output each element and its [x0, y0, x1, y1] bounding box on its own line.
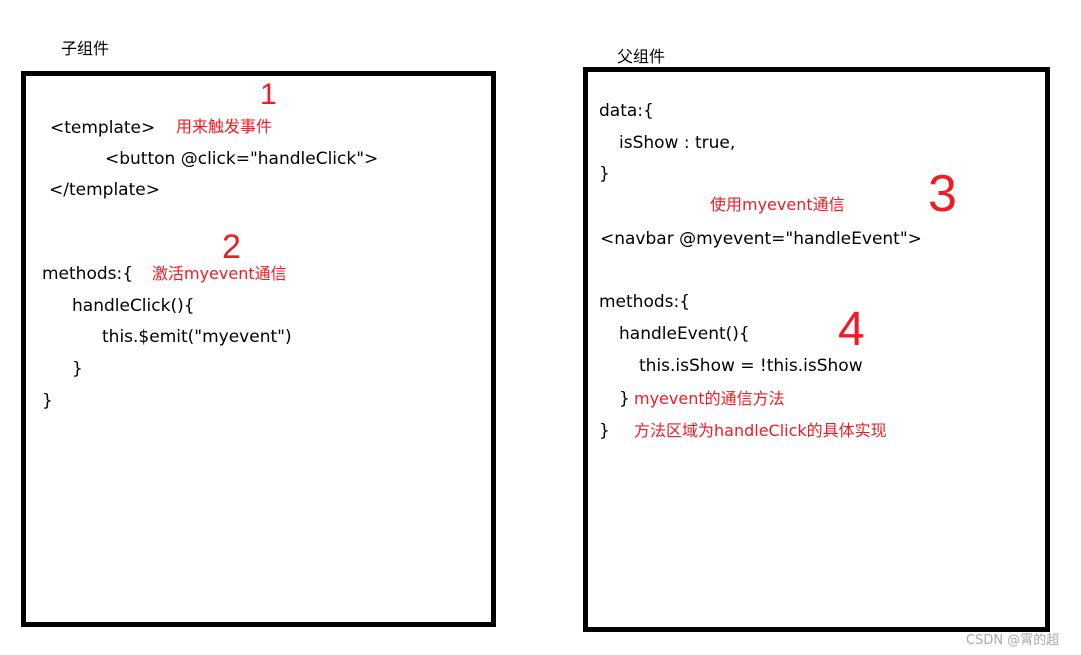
parent-component-title: 父组件: [617, 47, 666, 66]
parent-component-box: [583, 67, 1050, 632]
code-line: this.$emit("myevent"): [102, 327, 292, 347]
marker-4: 4: [838, 303, 865, 356]
watermark: CSDN @霄的超: [966, 633, 1060, 648]
code-line: }: [599, 164, 610, 184]
code-line: handleClick(){: [72, 296, 195, 316]
code-line: methods:{: [42, 264, 134, 284]
code-line: }: [599, 421, 610, 441]
code-line: methods:{: [599, 292, 691, 312]
code-line: handleEvent(){: [619, 324, 750, 344]
code-line: }: [72, 359, 83, 379]
child-component-title: 子组件: [61, 39, 110, 58]
annotation-method-implementation: 方法区域为handleClick的具体实现: [634, 421, 887, 440]
code-line: }: [619, 389, 630, 409]
code-line: data:{: [599, 101, 654, 121]
annotation-activate-myevent: 激活myevent通信: [152, 264, 287, 283]
marker-3: 3: [928, 165, 957, 223]
code-line: <button @click="handleClick">: [105, 149, 379, 169]
code-line: this.isShow = !this.isShow: [639, 356, 863, 376]
marker-2: 2: [222, 228, 241, 266]
code-line: <template>: [50, 118, 156, 138]
code-line: }: [42, 391, 53, 411]
child-component-box: [21, 71, 496, 627]
code-line: <navbar @myevent="handleEvent">: [600, 229, 922, 249]
code-line: isShow : true,: [619, 133, 736, 153]
marker-1: 1: [260, 78, 277, 111]
annotation-trigger-event: 用来触发事件: [176, 117, 273, 136]
annotation-myevent-method: myevent的通信方法: [634, 389, 785, 408]
code-line: </template>: [49, 180, 160, 200]
annotation-use-myevent: 使用myevent通信: [710, 195, 845, 214]
